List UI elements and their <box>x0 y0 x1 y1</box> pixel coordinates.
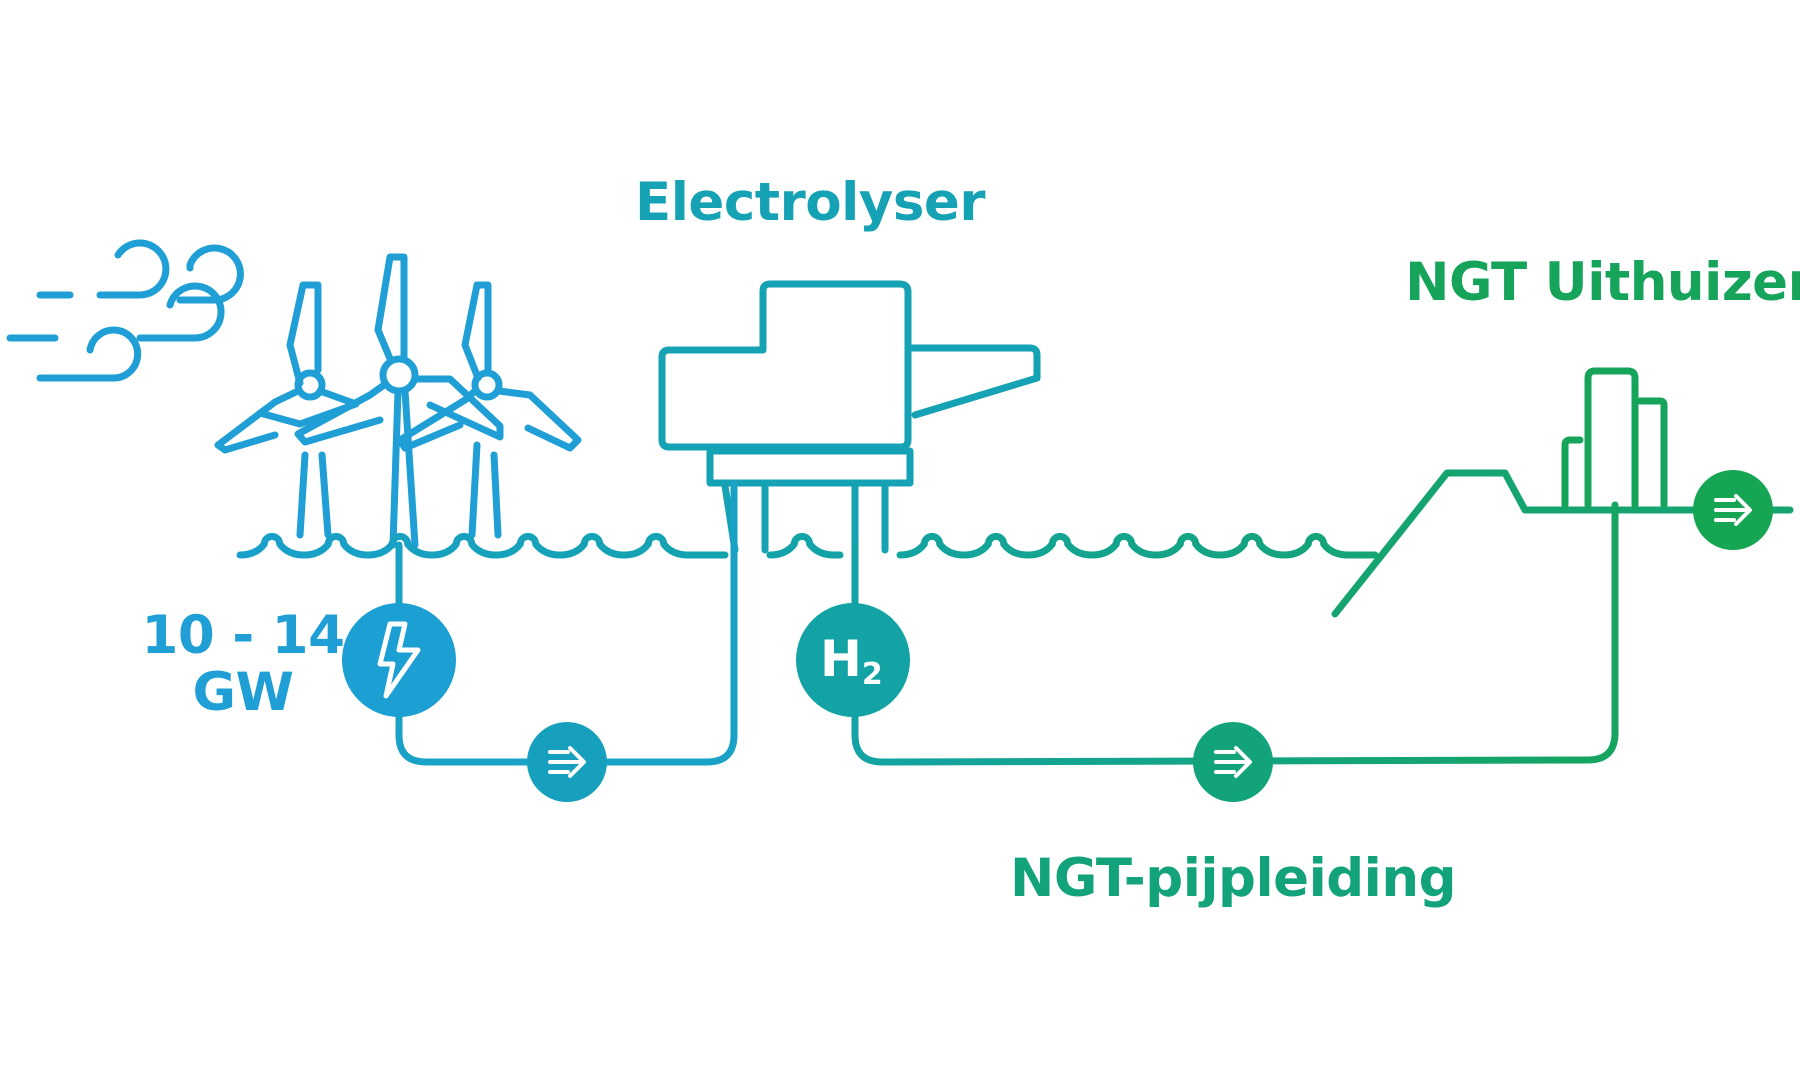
capacity-unit: GW <box>193 662 294 723</box>
wind-gust-icon <box>6 239 244 382</box>
lightning-bolt-icon <box>377 621 421 699</box>
power-cable <box>395 479 738 766</box>
power-flow-arrow <box>527 722 607 802</box>
wind-turbine-icon <box>214 253 582 549</box>
terminal-building-icon <box>1561 367 1668 509</box>
ngt-uithuizen-label: NGT Uithuizen <box>1405 252 1800 313</box>
hydrogen-icon: H2 <box>820 630 883 692</box>
electrolyser-label: Electrolyser <box>635 172 985 233</box>
terminal-flow-arrow <box>1693 470 1773 550</box>
hydrogen-node: H2 <box>796 603 910 717</box>
arrow-right-icon <box>1714 494 1752 526</box>
sea-waves <box>236 532 1379 559</box>
arrow-right-icon <box>548 746 586 778</box>
arrow-right-icon <box>1214 746 1252 778</box>
hydrogen-symbol: H <box>820 630 862 688</box>
electrolyser-platform-icon <box>658 280 1041 554</box>
capacity-value: 10 - 14 <box>142 605 345 666</box>
svg-text:H2: H2 <box>820 630 883 692</box>
pipeline-label: NGT-pijpleiding <box>1010 848 1456 909</box>
pipeline-flow-arrow <box>1193 722 1273 802</box>
hydrogen-subscript: 2 <box>862 657 883 692</box>
lightning-node <box>342 603 456 717</box>
